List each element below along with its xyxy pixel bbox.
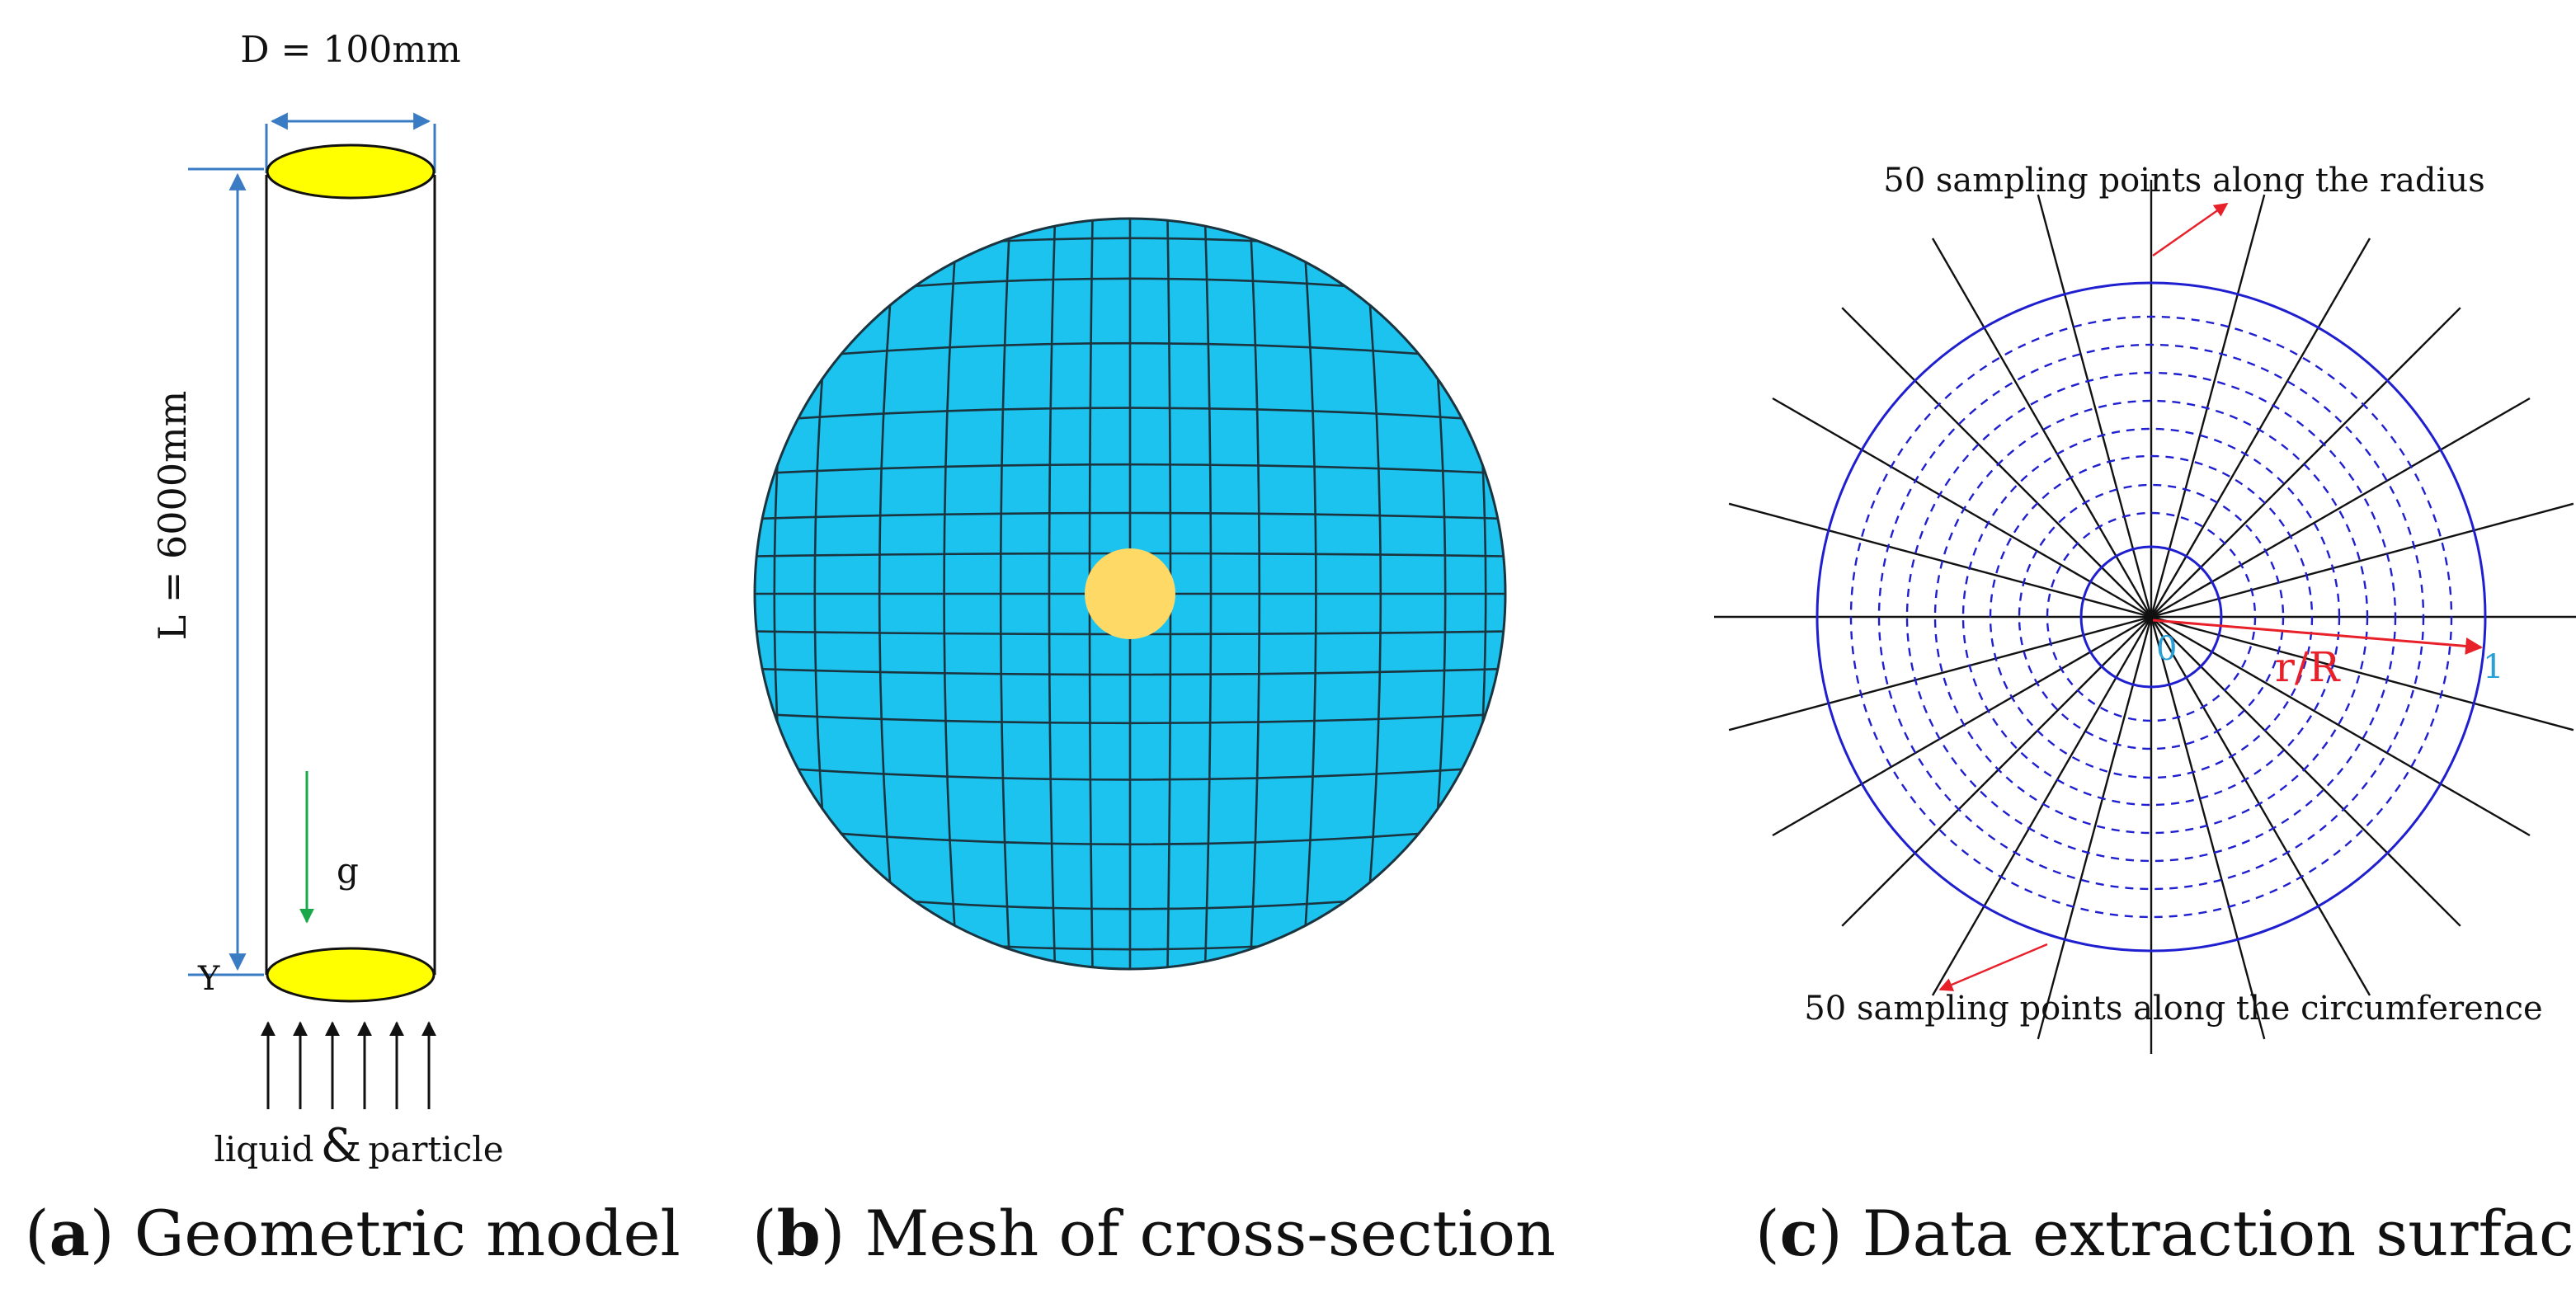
inlet-arrows xyxy=(261,1021,436,1109)
radius-sampling-pointer xyxy=(2152,203,2229,256)
sampling-ray xyxy=(1728,615,2152,732)
sampling-rays xyxy=(1714,180,2576,1054)
sampling-ray xyxy=(2150,307,2461,618)
mesh-line xyxy=(755,713,1505,725)
sampling-ring xyxy=(1877,343,2425,891)
sampling-rings xyxy=(1849,315,2453,919)
mesh-line xyxy=(943,219,958,969)
sampling-ray xyxy=(2150,616,2461,927)
mesh-line xyxy=(755,765,1505,781)
panel-data-extraction-surface: r/R 0 1 50 sampling points along the rad… xyxy=(1714,162,2576,1270)
length-label: L = 6000mm xyxy=(150,391,195,641)
outer-boundary-circle xyxy=(1815,281,2487,953)
sampling-ring xyxy=(1933,399,2369,835)
sampling-ray xyxy=(2150,615,2574,732)
sampling-ray xyxy=(2037,616,2153,1040)
mesh-center-marker xyxy=(1085,548,1175,639)
gravity-label: g xyxy=(337,850,359,891)
sampling-ray xyxy=(2150,615,2531,837)
caption-b: (b) Mesh of cross-section xyxy=(752,1197,1556,1270)
panel-geometric-model: D = 100mm L = 6000mm g Y liquid&particle xyxy=(25,29,680,1270)
diameter-label: D = 100mm xyxy=(240,29,461,71)
sampling-ray xyxy=(2150,397,2531,619)
sampling-ring xyxy=(1989,454,2314,779)
circumference-sampling-pointer xyxy=(1938,943,2048,991)
caption-c: (c) Data extraction surface xyxy=(1755,1197,2576,1270)
sampling-ray xyxy=(2150,238,2371,618)
radius-label: r/R xyxy=(2275,643,2341,691)
mesh-line xyxy=(878,219,899,969)
mesh-line xyxy=(1361,219,1382,969)
inlet-label-particle: particle xyxy=(368,1129,503,1169)
mesh-line xyxy=(999,219,1011,969)
circumference-sampling-label: 50 sampling points along the circumferen… xyxy=(1804,990,2542,1028)
caption-c-letter: c xyxy=(1780,1197,1818,1270)
caption-a-text: Geometric model xyxy=(134,1197,680,1270)
mesh-line xyxy=(755,341,1505,363)
mesh-line xyxy=(1249,219,1261,969)
radius-arrow xyxy=(2152,619,2484,655)
edge-label: 1 xyxy=(2483,648,2503,686)
mesh-line xyxy=(755,667,1505,676)
mesh-line xyxy=(755,825,1505,846)
inner-circle xyxy=(2079,545,2223,689)
inlet-label-ampersand: & xyxy=(321,1119,362,1173)
sampling-ray xyxy=(1772,615,2152,837)
sampling-ring xyxy=(1849,315,2453,919)
mesh-line xyxy=(755,407,1505,422)
caption-a-letter: a xyxy=(49,1197,90,1270)
sampling-ring xyxy=(2018,483,2285,750)
sampling-ray xyxy=(2150,616,2371,996)
sampling-ray xyxy=(1772,397,2152,619)
inlet-label: liquid&particle xyxy=(214,1119,503,1173)
sampling-ray xyxy=(1728,502,2152,619)
sampling-ray xyxy=(2150,194,2266,618)
inlet-label-liquid: liquid xyxy=(214,1129,313,1169)
mesh-line xyxy=(755,463,1505,475)
radius-sampling-label: 50 sampling points along the radius xyxy=(1883,162,2484,200)
sampling-ray xyxy=(1931,238,2153,618)
sampling-ray xyxy=(2150,616,2266,1040)
caption-b-letter: b xyxy=(777,1197,821,1270)
caption-c-text: Data extraction surface xyxy=(1863,1197,2576,1270)
sampling-ray xyxy=(1841,616,2152,927)
caption-b-text: Mesh of cross-section xyxy=(865,1197,1556,1270)
sampling-ray xyxy=(2037,194,2153,618)
sampling-ring xyxy=(1905,371,2397,863)
panel-mesh-cross-section: (b) Mesh of cross-section xyxy=(752,217,1556,1270)
sampling-ray xyxy=(1841,307,2152,618)
mesh-line xyxy=(755,511,1505,520)
axis-y-label: Y xyxy=(197,960,220,998)
caption-a: (a) Geometric model xyxy=(25,1197,680,1270)
pipe-top-cap xyxy=(266,143,436,200)
sampling-ray xyxy=(1931,616,2153,996)
sampling-ray xyxy=(2150,502,2574,619)
sampling-ring xyxy=(1961,427,2341,807)
sampling-ring xyxy=(2046,511,2257,722)
mesh-line xyxy=(1203,219,1213,969)
pipe-bottom-cap xyxy=(266,947,436,1003)
mesh-line xyxy=(1302,219,1317,969)
mesh-line xyxy=(1048,219,1057,969)
origin-label: 0 xyxy=(2156,630,2177,668)
